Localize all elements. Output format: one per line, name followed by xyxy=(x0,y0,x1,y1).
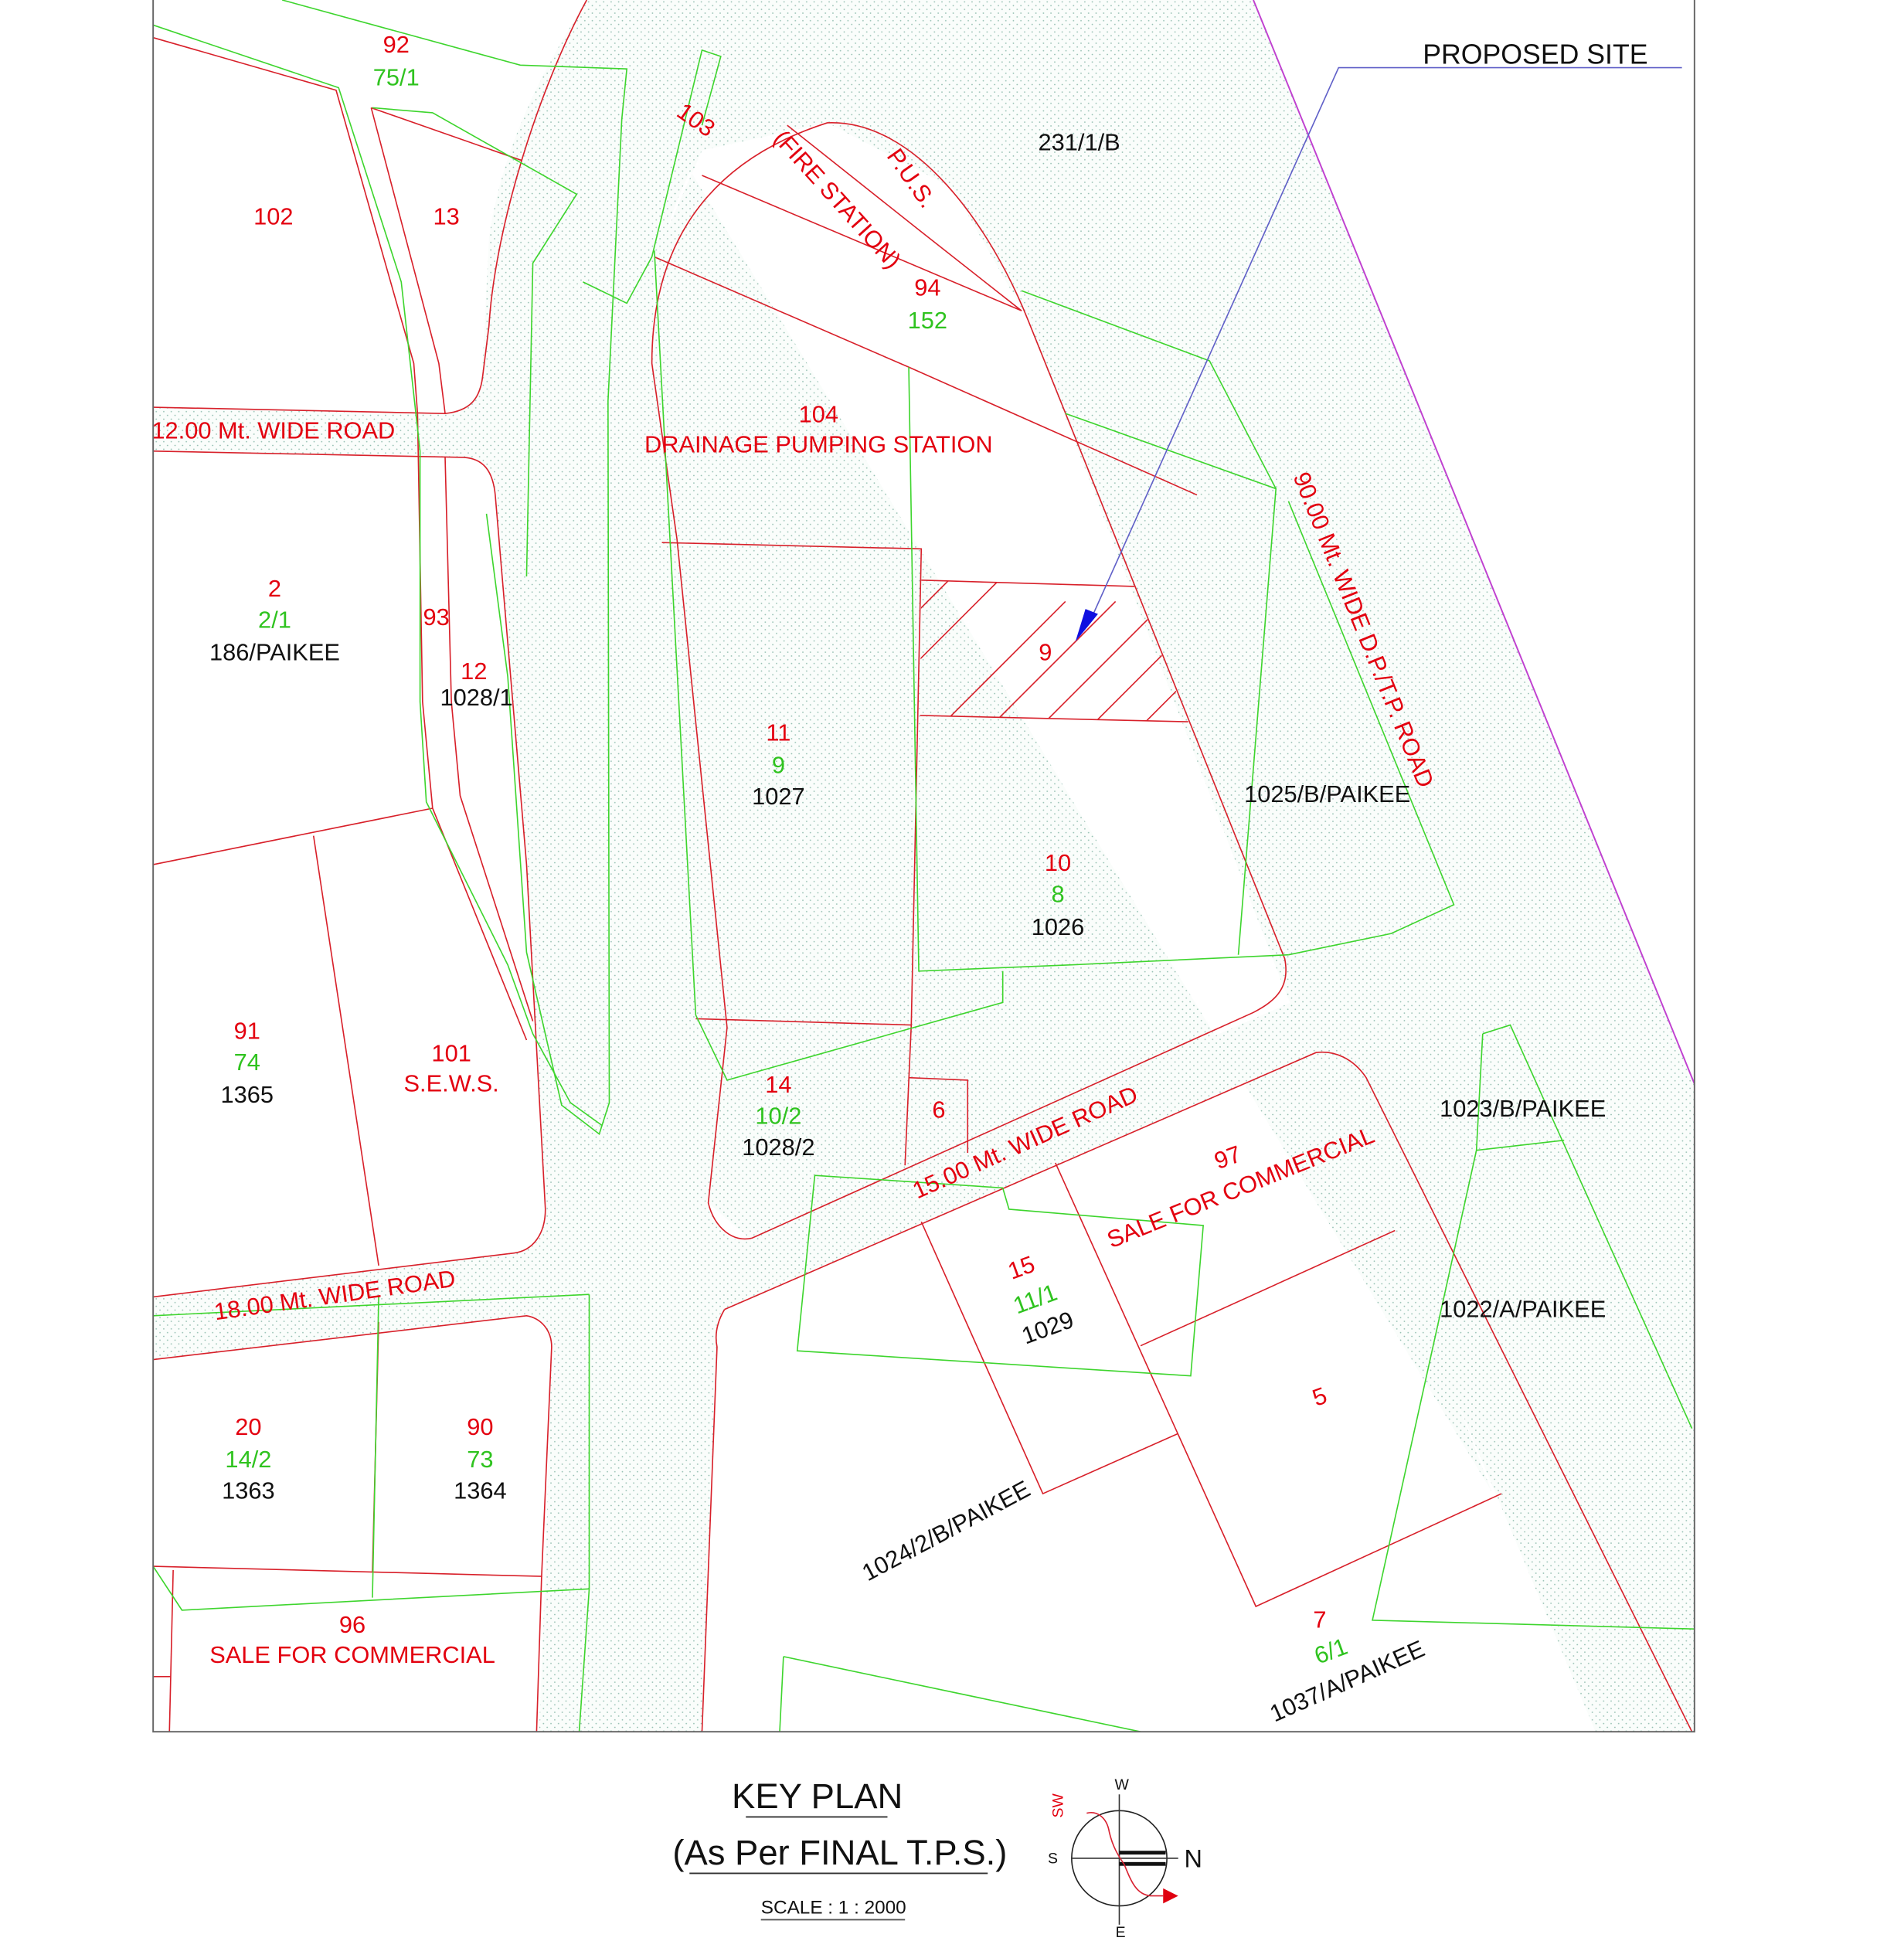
dp-road-90m xyxy=(586,0,1695,1732)
fp-104: 104 xyxy=(799,401,838,428)
dp-road-edge xyxy=(1253,0,1695,1085)
key-plan-title: KEY PLAN xyxy=(732,1776,903,1816)
road-network xyxy=(153,0,1695,1732)
fp-90: 90 xyxy=(467,1413,493,1440)
key-plan-subtitle: (As Per FINAL T.P.S.) xyxy=(672,1833,1007,1872)
compass-west: W xyxy=(1115,1776,1130,1793)
survey-1026: 1026 xyxy=(1032,913,1085,940)
survey-1365: 1365 xyxy=(221,1081,274,1108)
proposed-site-leader xyxy=(1075,66,1682,642)
road-12m-label: 12.00 Mt. WIDE ROAD xyxy=(151,417,395,444)
op-14-2: 14/2 xyxy=(225,1446,271,1473)
op-9: 9 xyxy=(772,752,785,779)
op-8: 8 xyxy=(1051,881,1064,908)
fp-97: 97 xyxy=(1211,1140,1245,1175)
fp-7: 7 xyxy=(1313,1606,1326,1633)
fp-96: 96 xyxy=(339,1611,366,1638)
drainage-pumping-station-label: DRAINAGE PUMPING STATION xyxy=(644,430,993,457)
scale-label: SCALE : 1 : 2000 xyxy=(761,1897,906,1918)
title-block: KEY PLAN (As Per FINAL T.P.S.) SCALE : 1… xyxy=(672,1776,1007,1921)
op-74: 74 xyxy=(234,1049,260,1076)
old-survey-boundaries xyxy=(153,0,1695,1732)
survey-1028-1: 1028/1 xyxy=(440,684,512,711)
survey-1027: 1027 xyxy=(752,783,805,810)
main-vertical-road xyxy=(153,0,1317,1732)
op-2-1: 2/1 xyxy=(258,606,291,633)
compass-east: E xyxy=(1116,1924,1126,1941)
compass-wind-sw: SW xyxy=(1050,1793,1067,1818)
survey-1363: 1363 xyxy=(222,1477,275,1504)
compass-north: N xyxy=(1184,1844,1202,1872)
fp-13: 13 xyxy=(434,202,460,229)
op-73: 73 xyxy=(467,1446,493,1473)
survey-1022-a-paikee: 1022/A/PAIKEE xyxy=(1440,1295,1606,1322)
fp-94: 94 xyxy=(914,274,940,301)
leader-arrow-icon xyxy=(1075,609,1098,642)
fp-5: 5 xyxy=(1309,1382,1331,1412)
op-75-1: 75/1 xyxy=(373,63,420,90)
sews-label: S.E.W.S. xyxy=(404,1069,499,1096)
compass-south: S xyxy=(1048,1850,1058,1867)
op-6-1: 6/1 xyxy=(1311,1633,1351,1670)
survey-231-1-b: 231/1/B xyxy=(1039,129,1120,156)
north-compass-icon: W S N E SW xyxy=(1048,1776,1202,1941)
fp-9-proposed-site: 9 xyxy=(1039,639,1052,666)
fp-92: 92 xyxy=(383,31,410,58)
survey-1025-b-paikee: 1025/B/PAIKEE xyxy=(1244,780,1410,807)
fp-91: 91 xyxy=(234,1017,260,1044)
fp-2: 2 xyxy=(268,575,281,602)
fp-102: 102 xyxy=(253,202,293,229)
survey-1023-b-paikee: 1023/B/PAIKEE xyxy=(1440,1095,1606,1122)
fp-12: 12 xyxy=(461,658,487,685)
op-152: 152 xyxy=(908,307,947,334)
fp-11: 11 xyxy=(766,719,790,746)
fp-93: 93 xyxy=(423,603,450,631)
op-10-2: 10/2 xyxy=(755,1103,801,1130)
fp-6: 6 xyxy=(932,1096,945,1123)
sale-for-commercial-96: SALE FOR COMMERCIAL xyxy=(209,1641,495,1668)
survey-1024-2-b-paikee: 1024/2/B/PAIKEE xyxy=(858,1475,1035,1586)
proposed-site-hatch xyxy=(920,580,1188,722)
drawing-frame xyxy=(152,0,1695,1733)
fp-10: 10 xyxy=(1045,849,1071,876)
survey-1364: 1364 xyxy=(454,1477,507,1504)
proposed-site-label: PROPOSED SITE xyxy=(1423,39,1647,70)
fp-101: 101 xyxy=(431,1040,471,1067)
fp-15: 15 xyxy=(1005,1250,1039,1285)
survey-186-paikee: 186/PAIKEE xyxy=(209,639,340,666)
fp-20: 20 xyxy=(235,1413,261,1440)
wind-arrow-icon xyxy=(1163,1888,1178,1904)
map-body: 92 75/1 102 13 103 (FIRE STATION) P.U.S.… xyxy=(151,0,1695,1732)
survey-1028-2: 1028/2 xyxy=(742,1134,814,1161)
fp-14: 14 xyxy=(765,1071,791,1098)
